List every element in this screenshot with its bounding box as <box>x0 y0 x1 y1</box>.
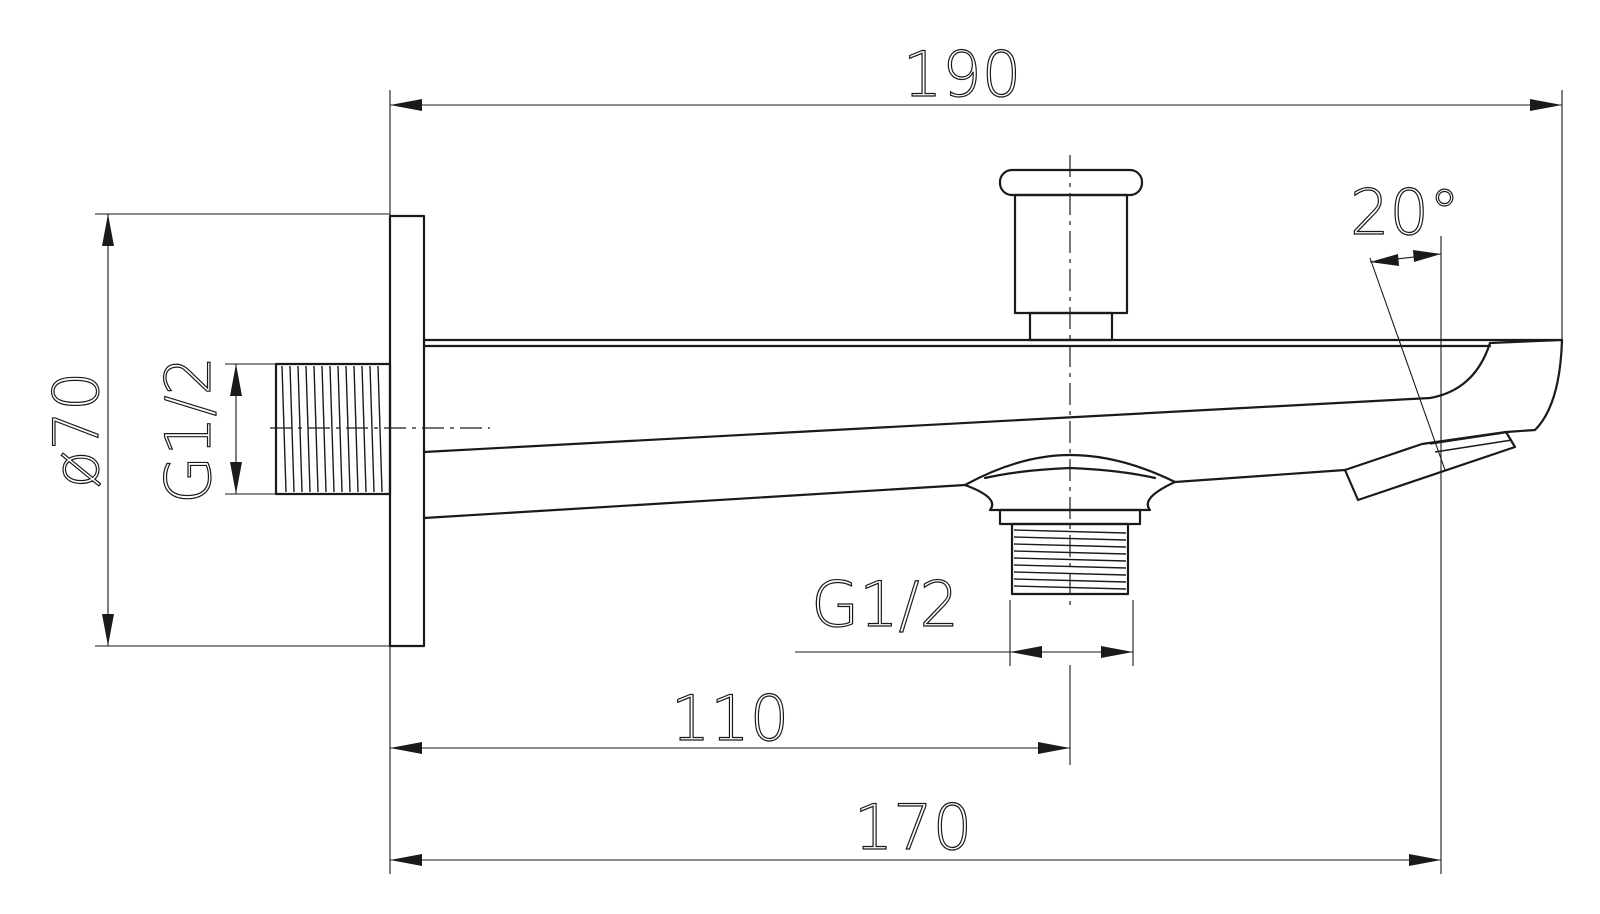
projection-label: 170 <box>854 791 972 864</box>
spout-body <box>422 338 1564 520</box>
extension-lines <box>95 90 1563 874</box>
thread-line <box>337 365 343 493</box>
thread-line <box>297 365 303 493</box>
overall-length-label: 190 <box>903 38 1021 111</box>
spout-angle-label: 20° <box>1350 176 1460 249</box>
outlet-thread-label: G1/2 <box>811 568 959 641</box>
thread-line <box>305 365 311 493</box>
thread-line <box>329 365 335 493</box>
dimension-outlet-thread: G1/2 <box>795 567 1133 658</box>
thread-line <box>369 365 375 493</box>
thread-line <box>321 365 327 493</box>
dimension-projection: 170 <box>390 790 1441 866</box>
thread-line <box>377 365 383 493</box>
thread-line <box>361 365 367 493</box>
thread-line <box>313 365 319 493</box>
thread-line <box>289 365 295 493</box>
dimension-angle: 20° <box>1349 175 1461 266</box>
inlet-thread-label: G1/2 <box>152 356 225 504</box>
center-lines <box>270 155 1071 605</box>
thread-line <box>281 365 287 493</box>
flange-diameter-label: ø70 <box>40 372 113 489</box>
inlet-thread <box>274 362 392 496</box>
dimension-overall: 190 <box>390 37 1562 112</box>
thread-line <box>345 365 351 493</box>
dimension-outlet: 110 <box>390 681 1070 756</box>
thread-line <box>1013 557 1127 562</box>
thread-line <box>353 365 359 493</box>
thread-line <box>1013 529 1127 534</box>
outlet-distance-label: 110 <box>671 682 789 755</box>
diverter-knob <box>998 168 1144 342</box>
wall-flange <box>388 214 426 648</box>
dimension-inlet-thread: G1/2 <box>151 355 242 505</box>
dimension-flange: ø70 <box>39 214 114 646</box>
